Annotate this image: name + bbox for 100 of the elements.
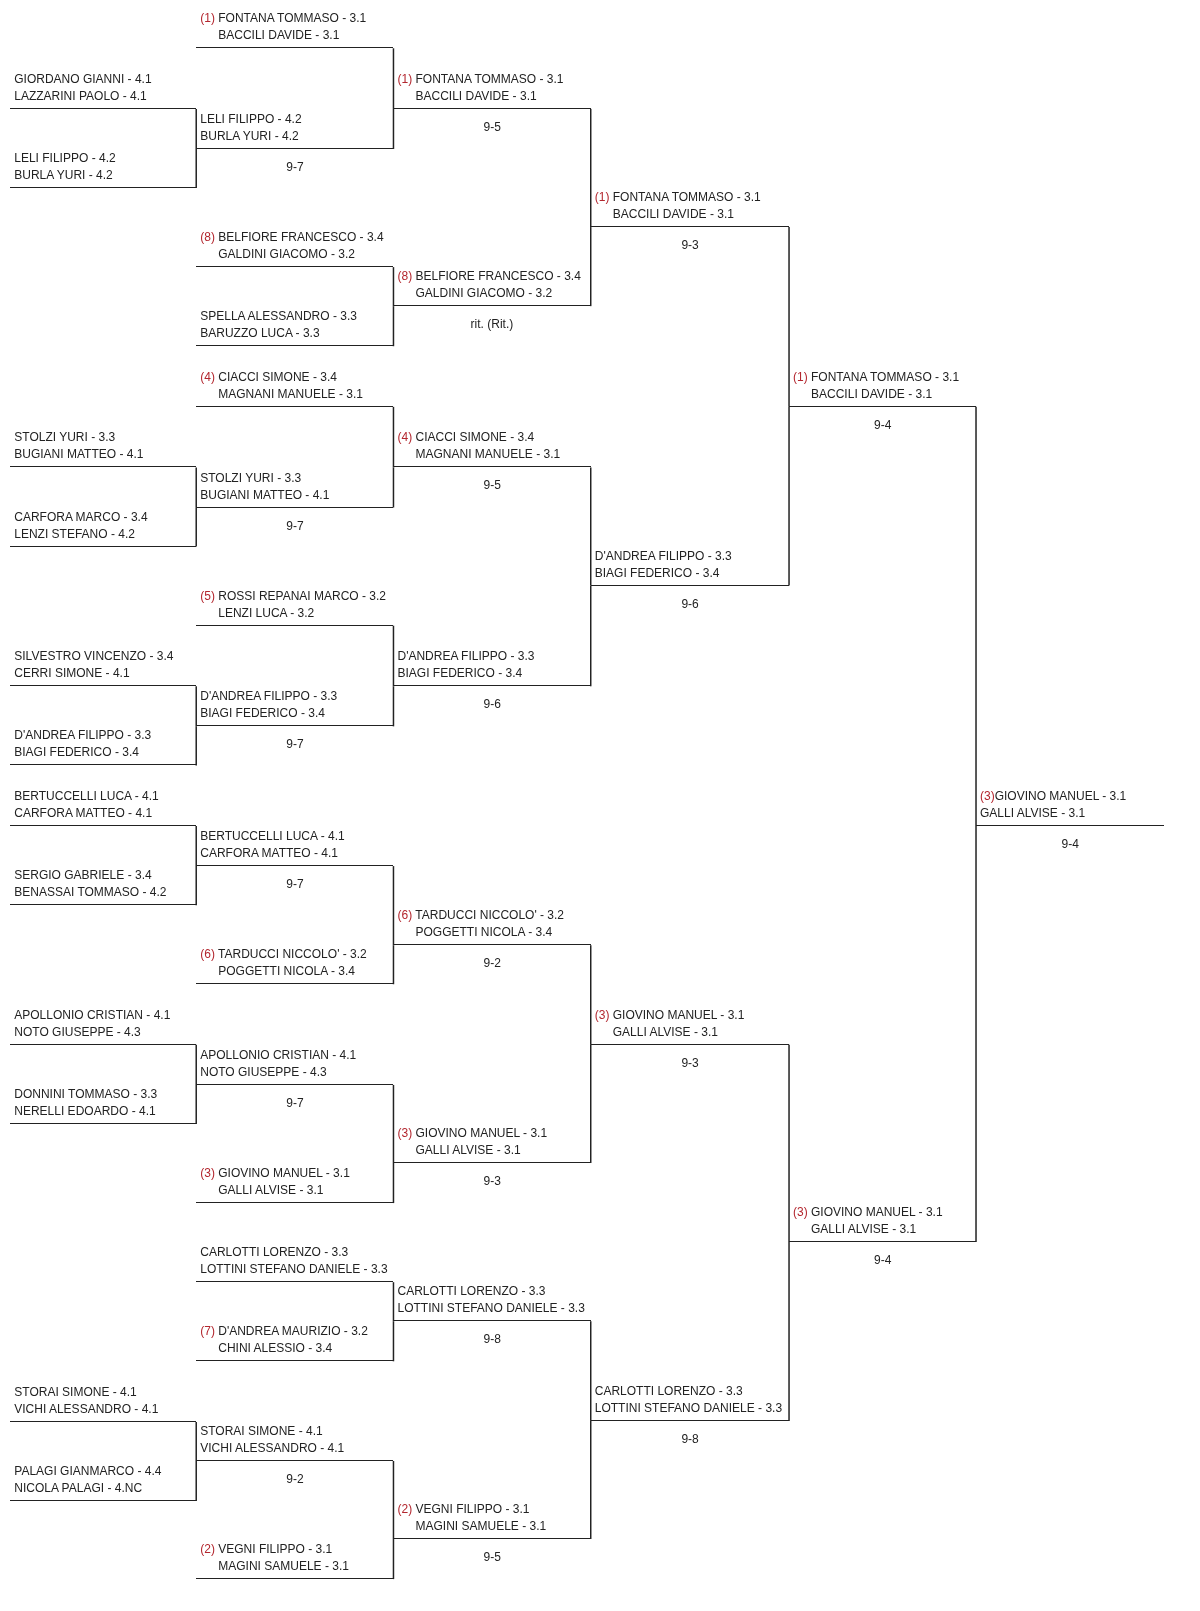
score-label: 9-4 [874,417,892,433]
bracket-line [590,226,592,307]
team-entry [393,907,591,946]
player-name: LAZZARINI PAOLO - 4.1 [14,87,147,105]
team-entry [196,946,394,985]
bracket-line [590,1320,592,1422]
player-name: BIAGI FEDERICO - 3.4 [14,744,139,762]
player-name: D'ANDREA FILIPPO - 3.3 [14,727,152,745]
player-name: GALLI ALVISE - 3.1 [415,1142,521,1159]
player-name: D'ANDREA FILIPPO - 3.3 [397,648,535,666]
bracket-line [392,108,395,150]
player-name: (3) GIOVINO MANUEL - 3.1 [793,1204,943,1222]
player-name: BENASSAI TOMMASO - 4.2 [14,884,167,902]
bracket-line [788,226,790,408]
player-name: (1) FONTANA TOMMASO - 3.1 [594,189,761,207]
player-name: APOLLONIO CRISTIAN - 4.1 [14,1006,171,1024]
team-entry [393,268,591,307]
player-name: POGGETTI NICOLA - 3.4 [415,924,553,942]
player-name: (1) FONTANA TOMMASO - 3.1 [397,70,564,88]
player-name: (5) ROSSI REPANAI MARCO - 3.2 [200,587,387,605]
bracket-line [392,1084,395,1164]
player-name: (4) CIACCI SIMONE - 3.4 [397,429,535,447]
player-name: BACCILI DAVIDE - 3.1 [612,206,734,224]
player-name: MAGNANI MANUELE - 3.1 [415,446,561,464]
player-name: (8) BELFIORE FRANCESCO - 3.4 [200,229,384,247]
bracket-line [590,1044,592,1164]
player-name: BERTUCCELLI LUCA - 4.1 [14,788,159,805]
team-entry [393,648,591,687]
bracket-line [195,1421,197,1462]
team-entry [196,1165,394,1204]
score-label: 9-7 [286,518,304,534]
player-name: BACCILI DAVIDE - 3.1 [811,385,933,403]
player-name: NERELLI EDOARDO - 4.1 [14,1102,156,1120]
player-name: LELI FILIPPO - 4.2 [200,110,302,128]
bracket-line [392,865,395,946]
player-name: GALDINI GIACOMO - 3.2 [415,285,553,303]
bracket-line [392,305,395,347]
player-name: SPELLA ALESSANDRO - 3.3 [200,308,357,326]
player-name: (2) VEGNI FILIPPO - 3.1 [397,1501,530,1519]
player-name: NOTO GIUSEPPE - 4.3 [200,1063,327,1081]
bracket-line [788,406,790,587]
bracket-line [392,466,395,509]
player-name: (3) GIOVINO MANUEL - 3.1 [200,1165,350,1183]
player-name: (1) FONTANA TOMMASO - 3.1 [793,368,960,386]
score-label: 9-5 [483,478,501,494]
score-label: 9-4 [874,1253,892,1269]
team-entry [393,429,591,468]
player-name: D'ANDREA FILIPPO - 3.3 [200,688,338,706]
player-name: BERTUCCELLI LUCA - 4.1 [200,828,345,846]
bracket-line [975,406,977,827]
score-label: 9-6 [483,697,501,713]
bracket-line [392,624,395,688]
player-name: D'ANDREA FILIPPO - 3.3 [594,547,732,565]
player-name: GALLI ALVISE - 3.1 [218,1182,324,1200]
team-entry [196,229,394,268]
player-name: POGGETTI NICOLA - 3.4 [218,963,355,981]
team-entry [196,1244,394,1283]
player-name: APOLLONIO CRISTIAN - 4.1 [200,1046,357,1064]
player-name: CARFORA MATTEO - 4.1 [14,805,153,822]
player-name: CHINI ALESSIO - 3.4 [218,1340,333,1358]
team-entry [196,1541,394,1580]
team-entry [10,648,197,687]
player-name: STOLZI YURI - 3.3 [200,469,302,487]
player-name: SERGIO GABRIELE - 3.4 [14,867,152,885]
player-name: PALAGI GIANMARCO - 4.4 [14,1463,162,1480]
player-name: LOTTINI STEFANO DANIELE - 3.3 [594,1399,783,1417]
team-entry [196,308,394,347]
player-name: LENZI STEFANO - 4.2 [14,525,135,543]
team-entry [10,788,197,826]
player-name: CERRI SIMONE - 4.1 [14,665,130,683]
score-label: rit. (Rit.) [470,317,514,333]
player-name: VICHI ALESSANDRO - 4.1 [200,1439,345,1457]
bracket-line [392,1281,395,1322]
player-name: BURLA YURI - 4.2 [14,167,113,184]
player-name: CARFORA MATTEO - 4.1 [200,845,338,863]
bracket-line [392,1460,395,1540]
player-name: CARLOTTI LORENZO - 3.3 [200,1244,349,1262]
score-label: 9-2 [286,1471,304,1487]
bracket-line [392,406,395,469]
score-label: 9-7 [286,877,304,893]
player-name: BACCILI DAVIDE - 3.1 [218,27,340,45]
player-name: STORAI SIMONE - 4.1 [14,1383,137,1401]
bracket-line [788,1241,790,1422]
player-name: BUGIANI MATTEO - 4.1 [14,446,144,464]
team-entry [393,1125,591,1163]
player-name: BIAGI FEDERICO - 3.4 [200,705,325,723]
bracket-line [392,1538,395,1580]
team-entry [10,867,197,906]
player-name: STOLZI YURI - 3.3 [14,429,116,447]
bracket-line [195,825,197,867]
score-label: 9-3 [681,1055,699,1071]
player-name: BACCILI DAVIDE - 3.1 [415,87,537,105]
player-name: (8) BELFIORE FRANCESCO - 3.4 [397,268,581,286]
bracket-line [195,725,197,767]
player-name: LELI FILIPPO - 4.2 [14,150,116,167]
bracket-line [195,685,197,728]
team-entry [393,1283,591,1322]
bracket-line [392,1320,395,1363]
bracket-line [195,1084,197,1125]
player-name: (6) TARDUCCI NICCOLO' - 3.2 [200,946,367,964]
